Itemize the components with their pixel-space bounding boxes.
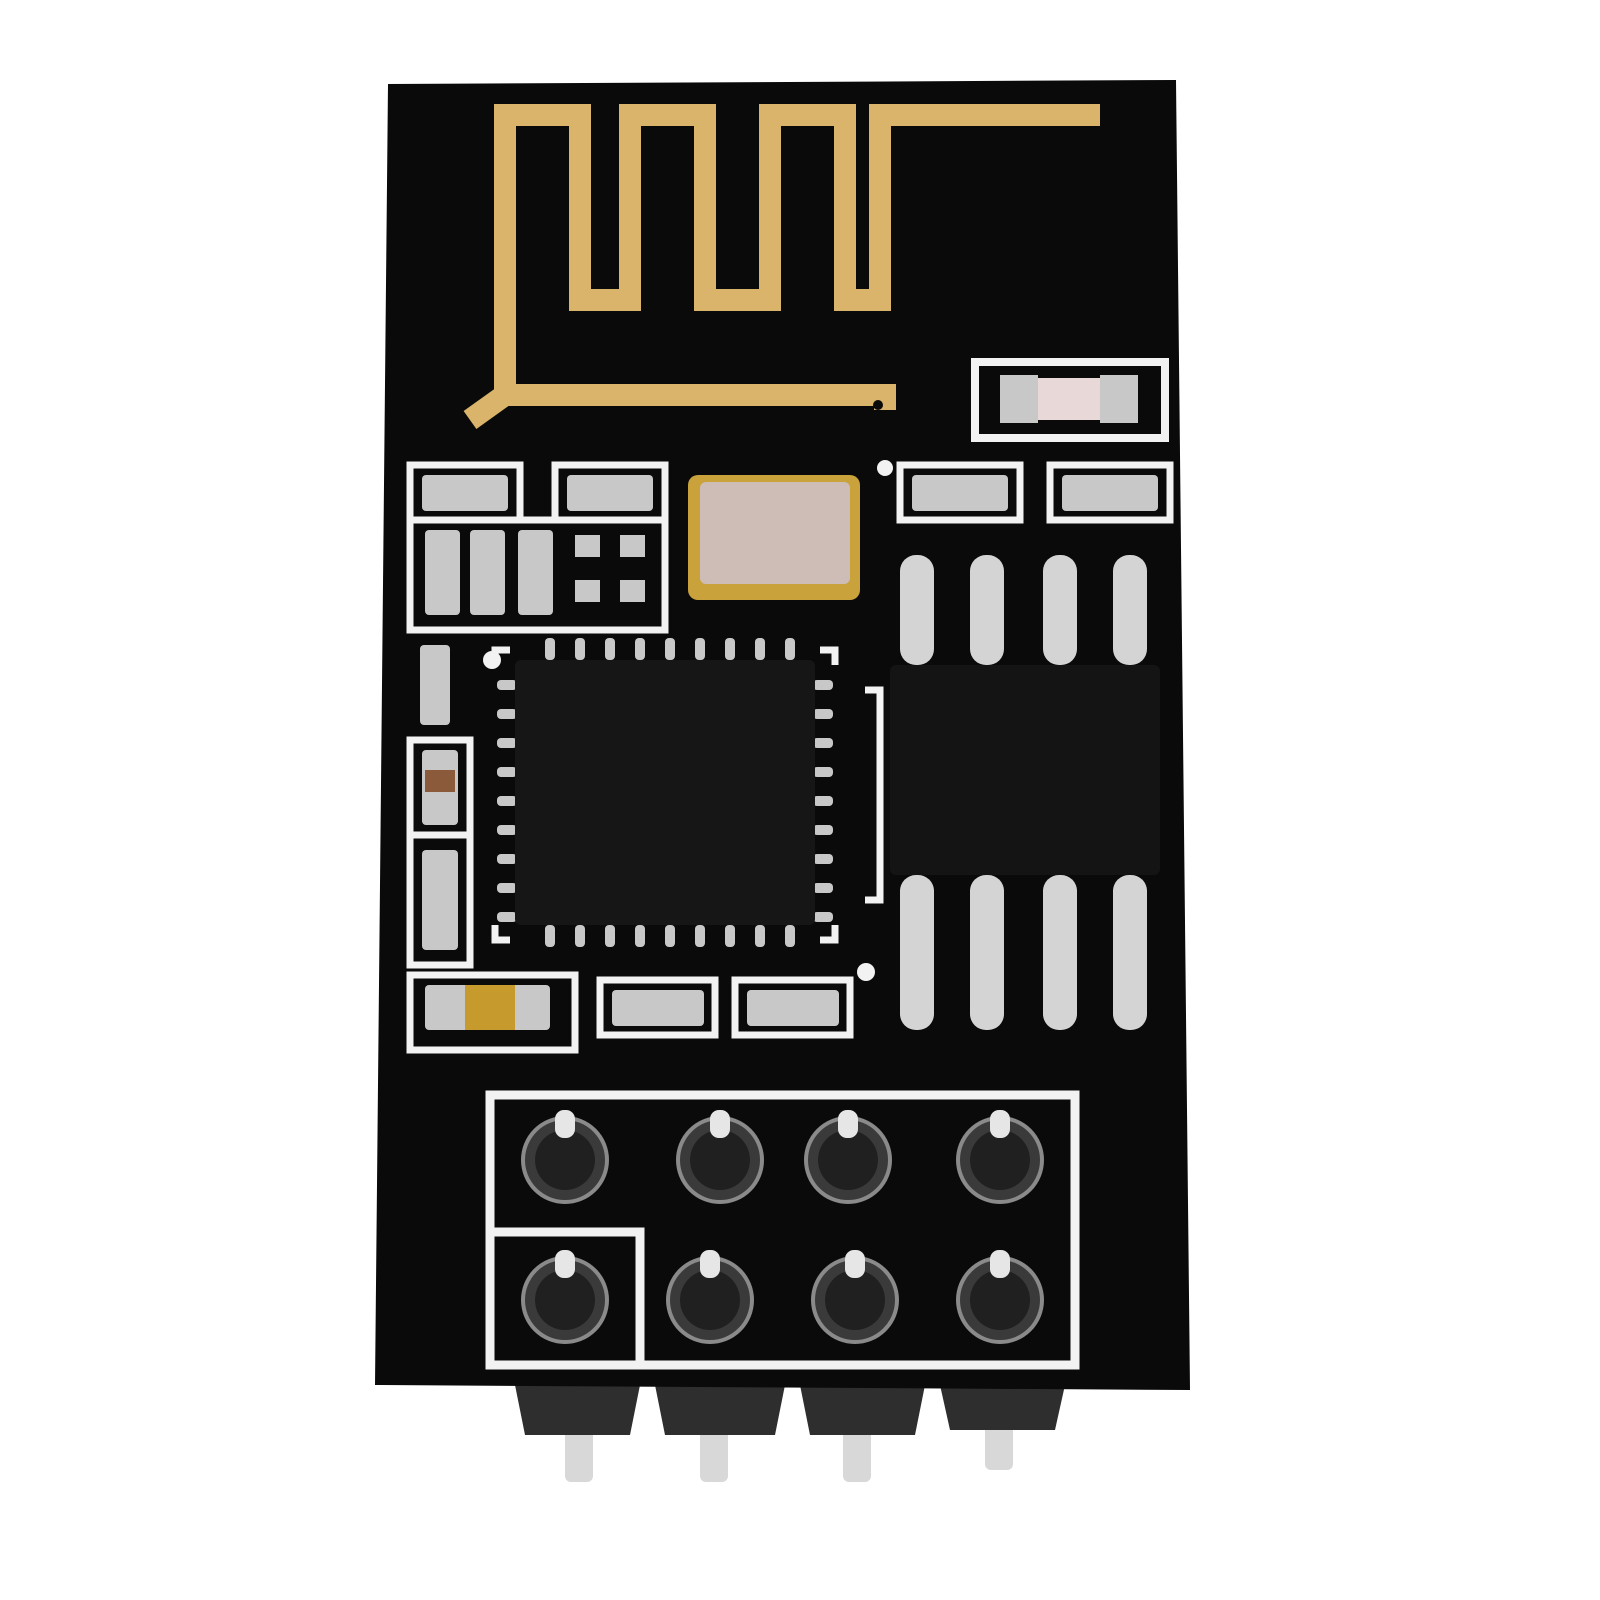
- qfn-pin: [725, 638, 735, 660]
- led: [971, 358, 1169, 442]
- tan-capacitor: [465, 985, 515, 1030]
- qfn-chip: [483, 638, 839, 947]
- qfn-pin: [813, 883, 833, 893]
- qfn-pin: [755, 925, 765, 947]
- qfn-pin: [497, 854, 517, 864]
- header-plastic: [515, 1385, 1065, 1435]
- qfn-pin: [497, 796, 517, 806]
- qfn-pin: [497, 767, 517, 777]
- qfn-pin: [725, 925, 735, 947]
- header-pin-tip: [700, 1250, 720, 1278]
- qfn-pin: [665, 638, 675, 660]
- qfn-pin: [785, 925, 795, 947]
- header-silkscreen: [485, 1090, 1080, 1370]
- qfn-pin: [813, 825, 833, 835]
- smd-components: [420, 475, 1158, 1030]
- header-pin-tip: [838, 1110, 858, 1138]
- qfn-pin: [545, 638, 555, 660]
- qfn-pin: [665, 925, 675, 947]
- qfn-pin: [785, 638, 795, 660]
- crystal-oscillator: [688, 475, 860, 600]
- header-pin-joint: [825, 1270, 885, 1330]
- qfn-pin: [575, 638, 585, 660]
- qfn-pin: [813, 767, 833, 777]
- header-pin-tip: [710, 1110, 730, 1138]
- qfn-pin: [497, 709, 517, 719]
- header-pin-joint: [970, 1130, 1030, 1190]
- header-pin-tip: [990, 1250, 1010, 1278]
- qfn-pin: [755, 638, 765, 660]
- pin-header-bottom: [515, 1385, 1065, 1482]
- qfn-pin: [635, 638, 645, 660]
- header-pin-tip: [990, 1110, 1010, 1138]
- qfn-pin: [813, 796, 833, 806]
- qfn-pin: [497, 912, 517, 922]
- qfn-pin: [695, 925, 705, 947]
- qfn-pin: [605, 925, 615, 947]
- header-pin-tip: [845, 1250, 865, 1278]
- header-pin-joint: [970, 1270, 1030, 1330]
- qfn-pin: [497, 883, 517, 893]
- header-pin-joint: [818, 1130, 878, 1190]
- qfn-pin: [497, 680, 517, 690]
- qfn-pin: [497, 825, 517, 835]
- pcb-antenna: [463, 104, 1100, 429]
- qfn-pin: [695, 638, 705, 660]
- qfn-pin: [813, 854, 833, 864]
- header-pin-tip: [555, 1250, 575, 1278]
- qfn-pin: [813, 738, 833, 748]
- qfn-pin: [813, 709, 833, 719]
- header-pin-tip: [555, 1110, 575, 1138]
- qfn-pin: [605, 638, 615, 660]
- header-legs: [565, 1420, 1013, 1482]
- header-pin-joint: [535, 1270, 595, 1330]
- header-pins: [521, 1110, 1044, 1344]
- soic-chip: [857, 460, 1160, 1030]
- header-pin-joint: [680, 1270, 740, 1330]
- qfn-pin: [575, 925, 585, 947]
- qfn-pin: [497, 738, 517, 748]
- qfn-pin: [545, 925, 555, 947]
- qfn-pin: [813, 912, 833, 922]
- header-pin-joint: [690, 1130, 750, 1190]
- header-pin-joint: [535, 1130, 595, 1190]
- silkscreen-outlines: [406, 461, 1174, 1054]
- qfn-pin: [635, 925, 645, 947]
- antenna-via: [873, 400, 883, 410]
- qfn-pin: [813, 680, 833, 690]
- brown-resistor: [425, 770, 455, 792]
